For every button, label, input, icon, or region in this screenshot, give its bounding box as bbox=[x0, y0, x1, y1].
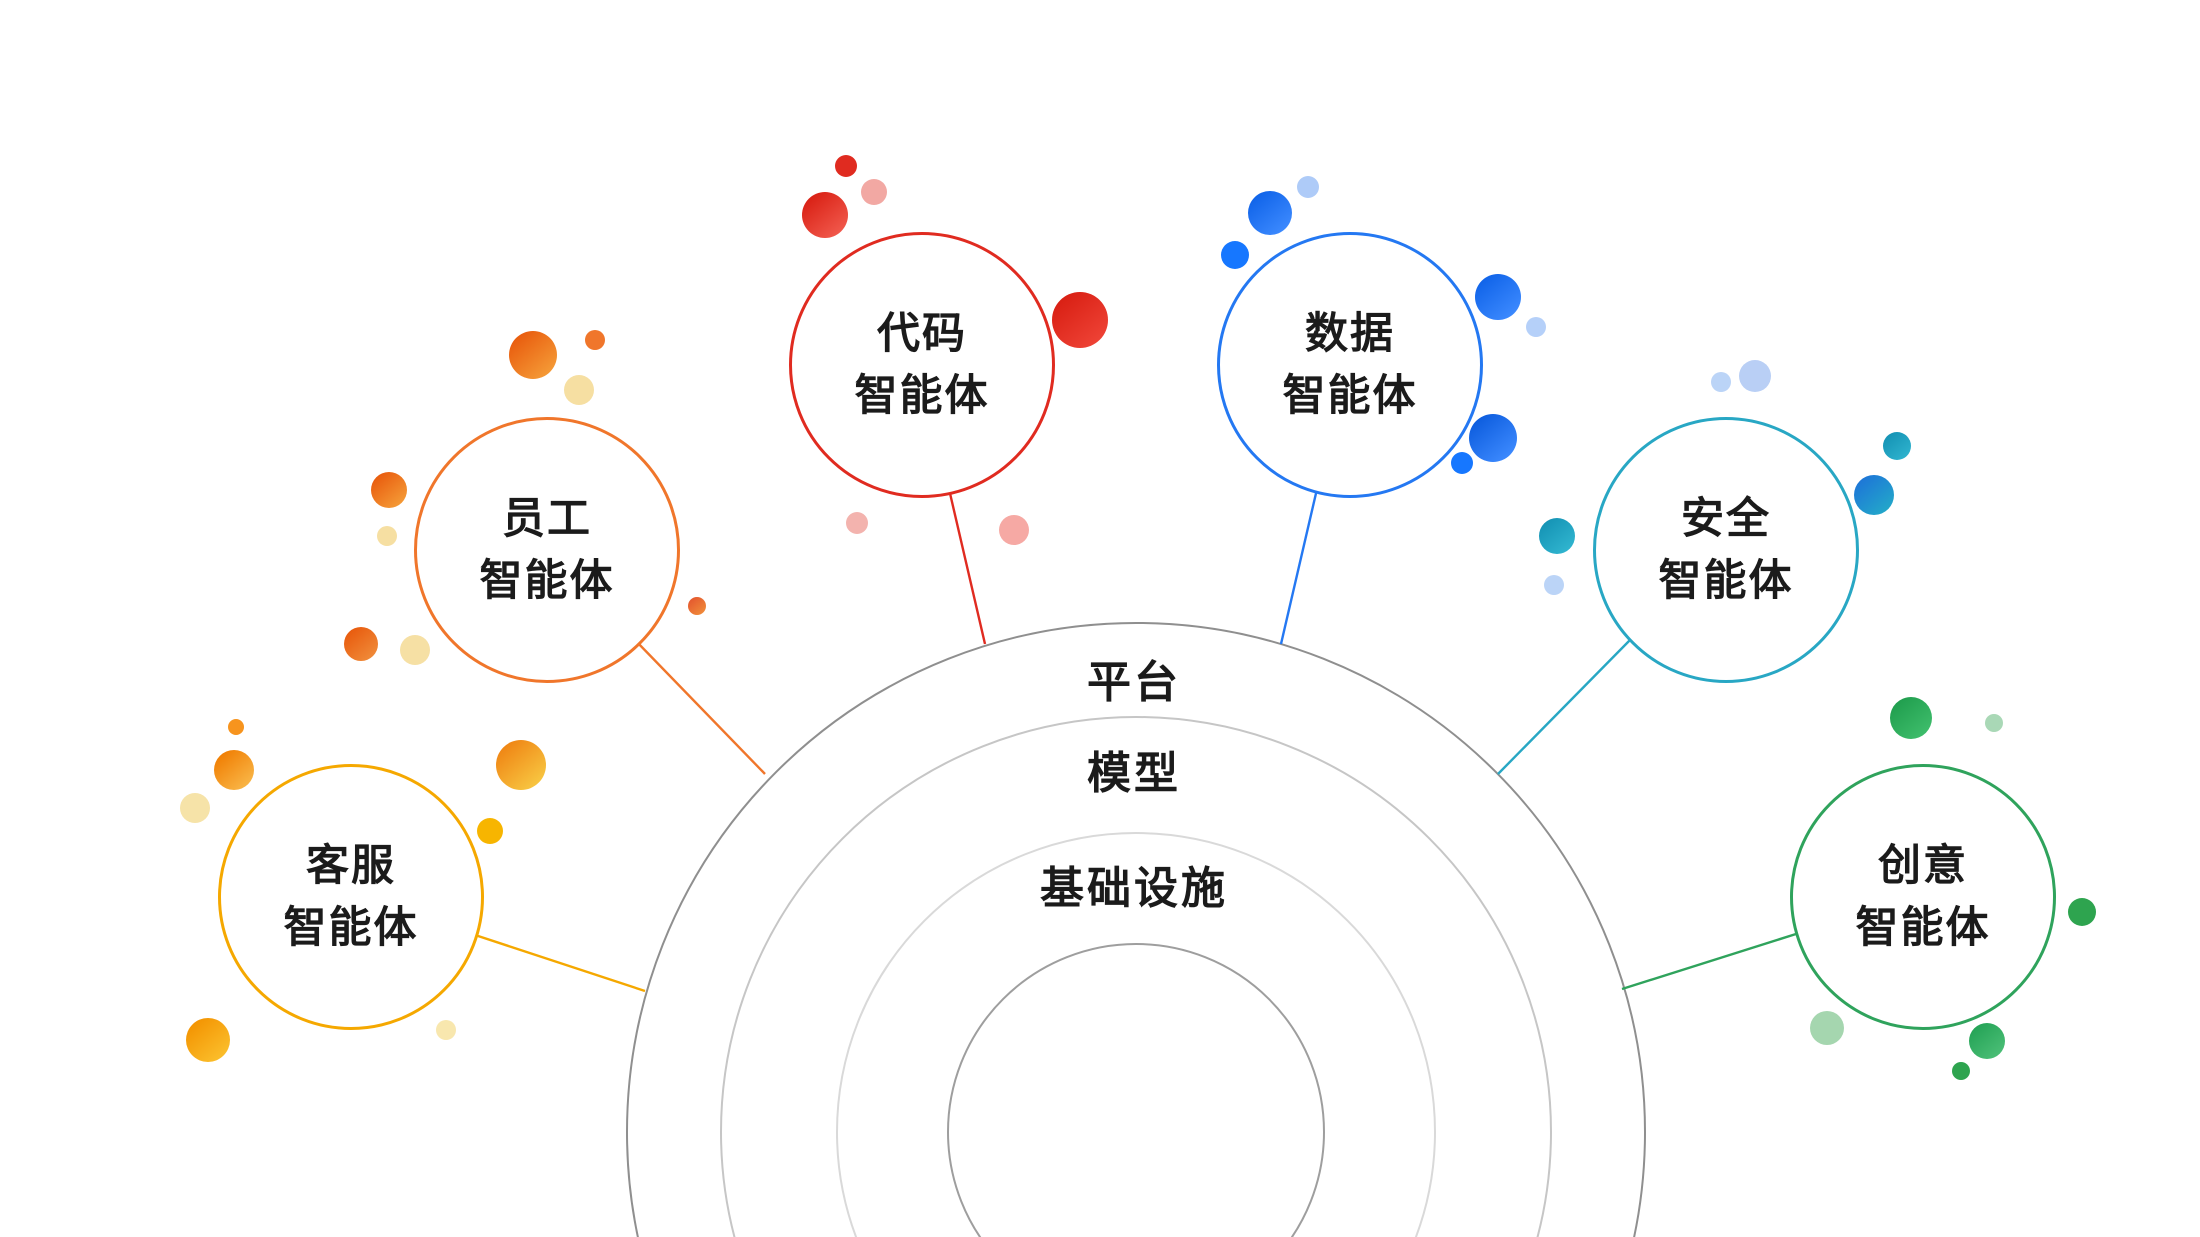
decorative-bubble bbox=[436, 1020, 456, 1040]
decorative-bubble bbox=[1883, 432, 1911, 460]
decorative-bubble bbox=[802, 192, 848, 238]
agent-label-line2: 智能体 bbox=[1282, 371, 1418, 421]
decorative-bubble bbox=[1739, 360, 1771, 392]
agent-label-line1: 员工 bbox=[502, 493, 592, 544]
decorative-bubble bbox=[1526, 317, 1546, 337]
ring-label-infrastructure: 基础设施 bbox=[1040, 863, 1228, 914]
decorative-bubble bbox=[509, 331, 557, 379]
agent-node-code: 代码 智能体 bbox=[789, 232, 1055, 498]
decorative-bubble bbox=[477, 818, 503, 844]
decorative-bubble bbox=[344, 627, 378, 661]
agent-label-line1: 客服 bbox=[306, 840, 396, 891]
decorative-bubble bbox=[688, 597, 706, 615]
agent-node-label: 员工 智能体 bbox=[480, 488, 615, 613]
decorative-bubble bbox=[214, 750, 254, 790]
decorative-bubble bbox=[1985, 714, 2003, 732]
connector-line bbox=[634, 639, 766, 775]
agent-label-line2: 智能体 bbox=[1658, 556, 1794, 606]
agent-node-label: 客服 智能体 bbox=[284, 835, 419, 960]
connector-line bbox=[1621, 932, 1797, 991]
agent-node-security: 安全 智能体 bbox=[1593, 417, 1859, 683]
decorative-bubble bbox=[186, 1018, 230, 1062]
agent-node-customer-service: 客服 智能体 bbox=[218, 764, 484, 1030]
decorative-bubble bbox=[564, 375, 594, 405]
decorative-bubble bbox=[1711, 372, 1731, 392]
decorative-bubble bbox=[846, 512, 868, 534]
decorative-bubble bbox=[496, 740, 546, 790]
agent-node-data: 数据 智能体 bbox=[1217, 232, 1483, 498]
agent-node-label: 数据 智能体 bbox=[1283, 303, 1418, 428]
decorative-bubble bbox=[1052, 292, 1108, 348]
decorative-bubble bbox=[2068, 898, 2096, 926]
agent-node-creative: 创意 智能体 bbox=[1790, 764, 2056, 1030]
agent-node-label: 代码 智能体 bbox=[855, 303, 990, 428]
agent-node-label: 安全 智能体 bbox=[1659, 488, 1794, 613]
agent-label-line2: 智能体 bbox=[854, 371, 990, 421]
decorative-bubble bbox=[1810, 1011, 1844, 1045]
agent-node-label: 创意 智能体 bbox=[1856, 835, 1991, 960]
decorative-bubble bbox=[1475, 274, 1521, 320]
decorative-bubble bbox=[1297, 176, 1319, 198]
agent-label-line2: 智能体 bbox=[283, 903, 419, 953]
decorative-bubble bbox=[1890, 697, 1932, 739]
connector-line bbox=[471, 932, 646, 993]
decorative-bubble bbox=[1969, 1023, 2005, 1059]
decorative-bubble bbox=[1451, 452, 1473, 474]
decorative-bubble bbox=[371, 472, 407, 508]
agent-label-line2: 智能体 bbox=[1855, 903, 1991, 953]
decorative-bubble bbox=[180, 793, 210, 823]
agent-label-line2: 智能体 bbox=[479, 556, 615, 606]
decorative-bubble bbox=[1544, 575, 1564, 595]
agent-label-line1: 代码 bbox=[877, 308, 967, 359]
agent-label-line1: 安全 bbox=[1681, 493, 1771, 544]
decorative-bubble bbox=[1539, 518, 1575, 554]
decorative-bubble bbox=[861, 179, 887, 205]
decorative-bubble bbox=[1952, 1062, 1970, 1080]
connector-line bbox=[1497, 638, 1632, 775]
decorative-bubble bbox=[228, 719, 244, 735]
decorative-bubble bbox=[585, 330, 605, 350]
decorative-bubble bbox=[999, 515, 1029, 545]
agent-label-line1: 创意 bbox=[1878, 840, 1968, 891]
decorative-bubble bbox=[1221, 241, 1249, 269]
decorative-bubble bbox=[1469, 414, 1517, 462]
ring-label-platform: 平台 bbox=[1087, 657, 1181, 708]
ring-label-model: 模型 bbox=[1087, 748, 1181, 799]
decorative-bubble bbox=[835, 155, 857, 177]
connector-line bbox=[947, 488, 987, 645]
agent-label-line1: 数据 bbox=[1305, 308, 1395, 359]
decorative-bubble bbox=[1248, 191, 1292, 235]
connector-line bbox=[1279, 488, 1319, 645]
decorative-bubble bbox=[377, 526, 397, 546]
decorative-bubble bbox=[1854, 475, 1894, 515]
decorative-bubble bbox=[400, 635, 430, 665]
agent-node-employee: 员工 智能体 bbox=[414, 417, 680, 683]
